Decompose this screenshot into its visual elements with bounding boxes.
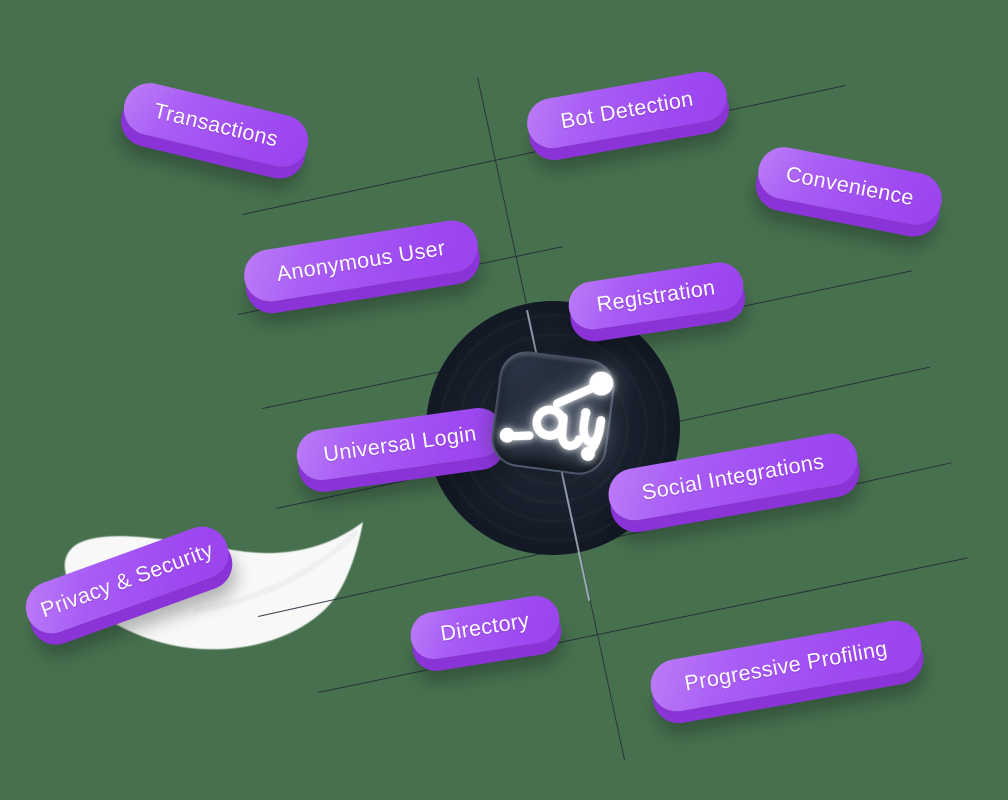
badge-directory: Directory xyxy=(407,592,563,663)
badge-registration: Registration xyxy=(565,259,747,333)
badge-label: Directory xyxy=(438,608,532,646)
badge-progressive-profiling: Progressive Profiling xyxy=(646,616,926,716)
badge-label: Progressive Profiling xyxy=(682,635,890,696)
badge-label: Bot Detection xyxy=(558,86,696,133)
badge-transactions: Transactions xyxy=(118,77,314,173)
badge-label: Universal Login xyxy=(321,420,478,467)
badge-convenience: Convenience xyxy=(753,142,947,230)
badge-label: Transactions xyxy=(151,98,281,152)
au-logo-icon xyxy=(499,371,614,461)
badge-anonymous-user: Anonymous User xyxy=(240,216,482,306)
badge-bot-detection: Bot Detection xyxy=(523,67,731,153)
badge-label: Registration xyxy=(595,274,717,317)
au-app-icon xyxy=(487,347,619,479)
badge-label: Convenience xyxy=(784,161,917,210)
badge-label: Anonymous User xyxy=(274,235,447,286)
